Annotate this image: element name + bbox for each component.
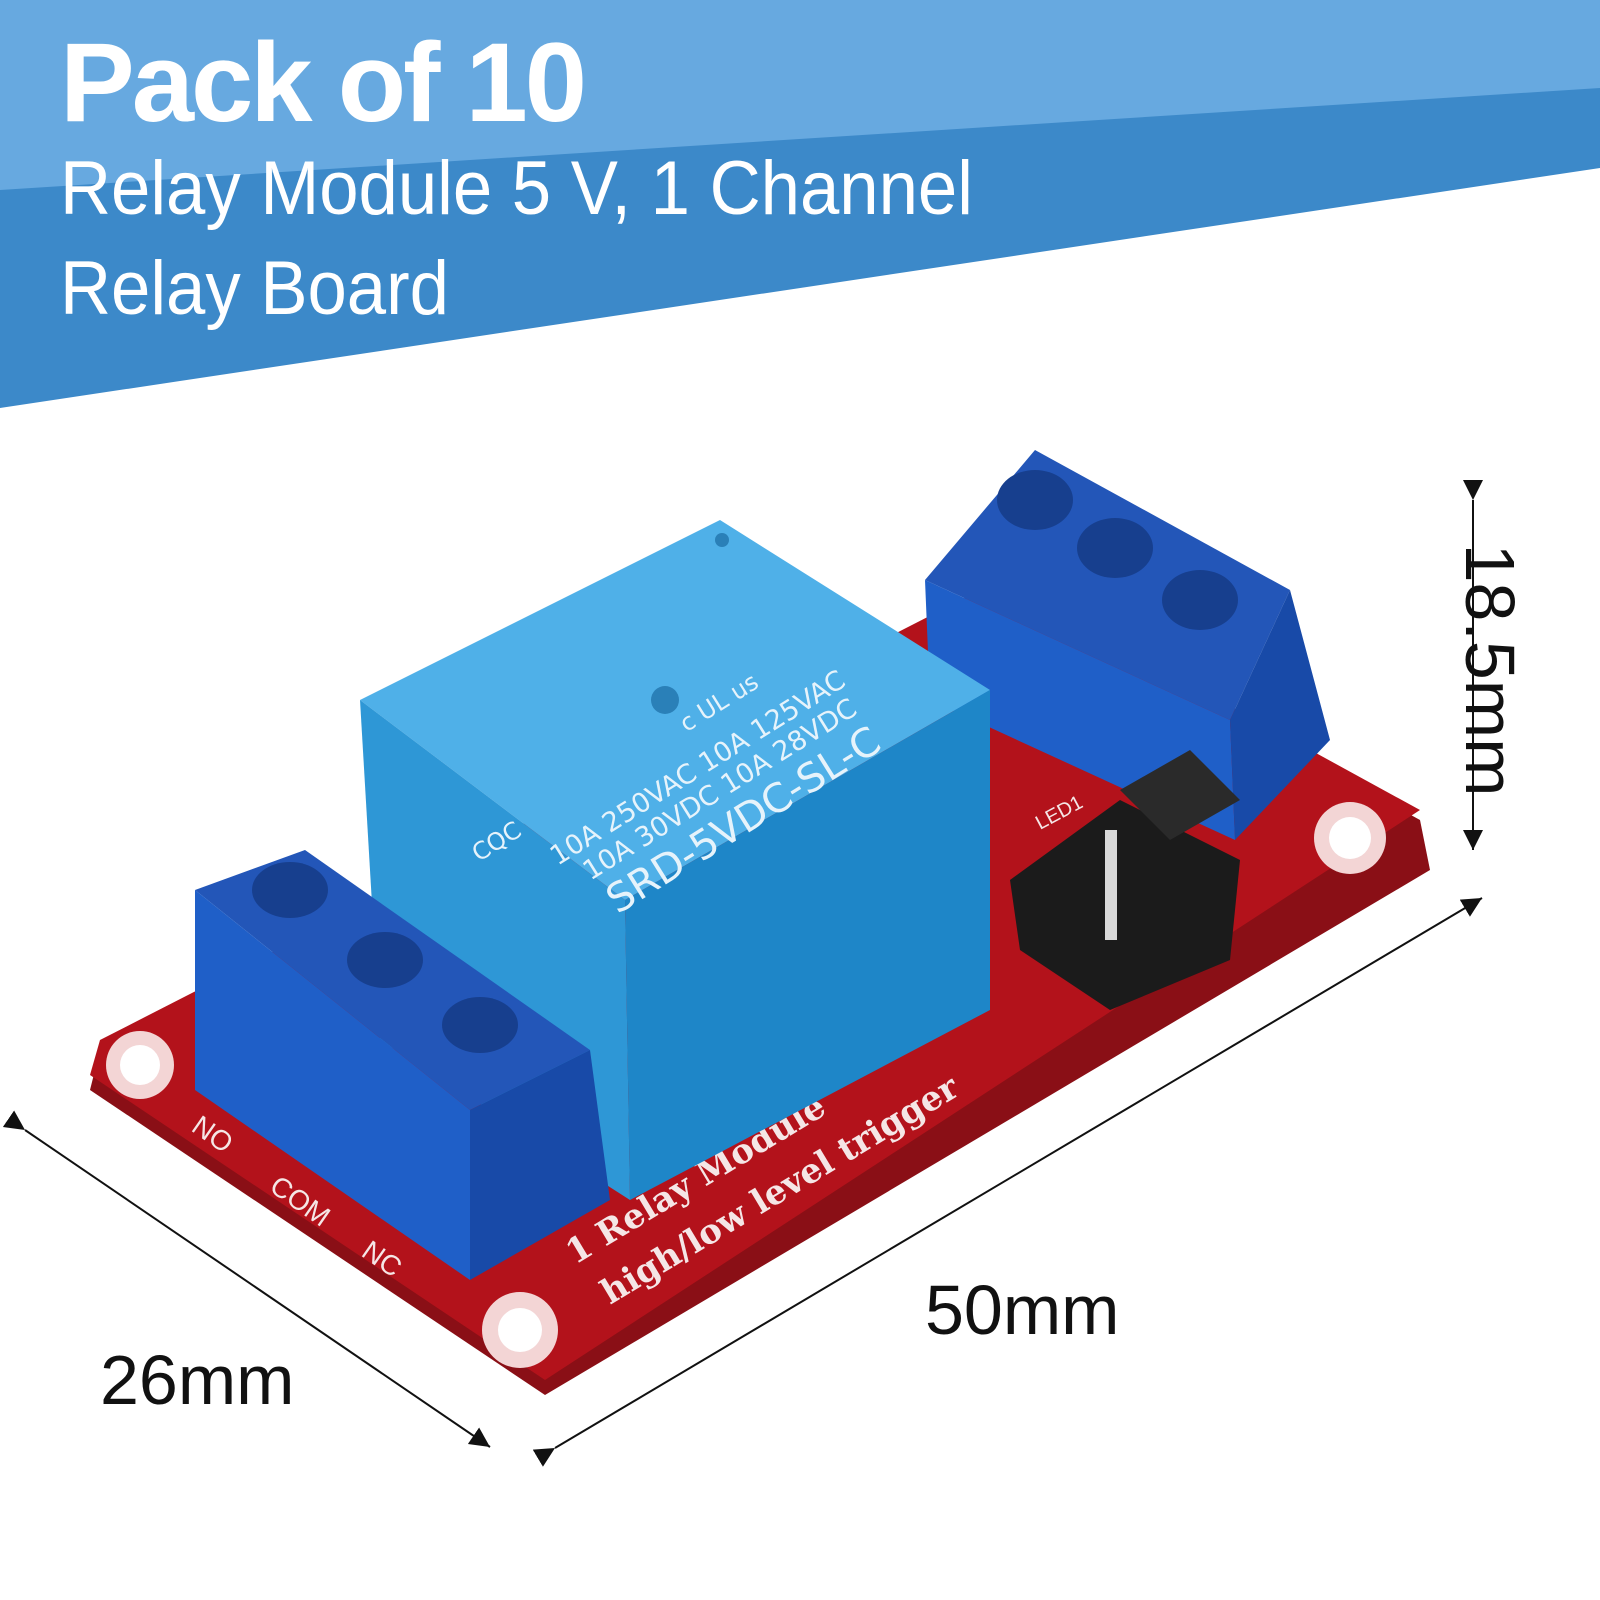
width-dimension-label: 26mm [100,1341,295,1419]
header-banner [0,0,1600,420]
page-title: Pack of 10 [60,20,587,145]
subtitle-line-2: Relay Board [60,246,449,331]
height-dimension-label: 18.5mm [1451,543,1529,797]
length-dimension-line [532,897,1483,1467]
subtitle-line-1: Relay Module 5 V, 1 Channel [60,146,973,231]
length-dimension-label: 50mm [925,1271,1120,1349]
width-dimension-line [2,1110,491,1448]
banner-light-band [0,0,1600,190]
